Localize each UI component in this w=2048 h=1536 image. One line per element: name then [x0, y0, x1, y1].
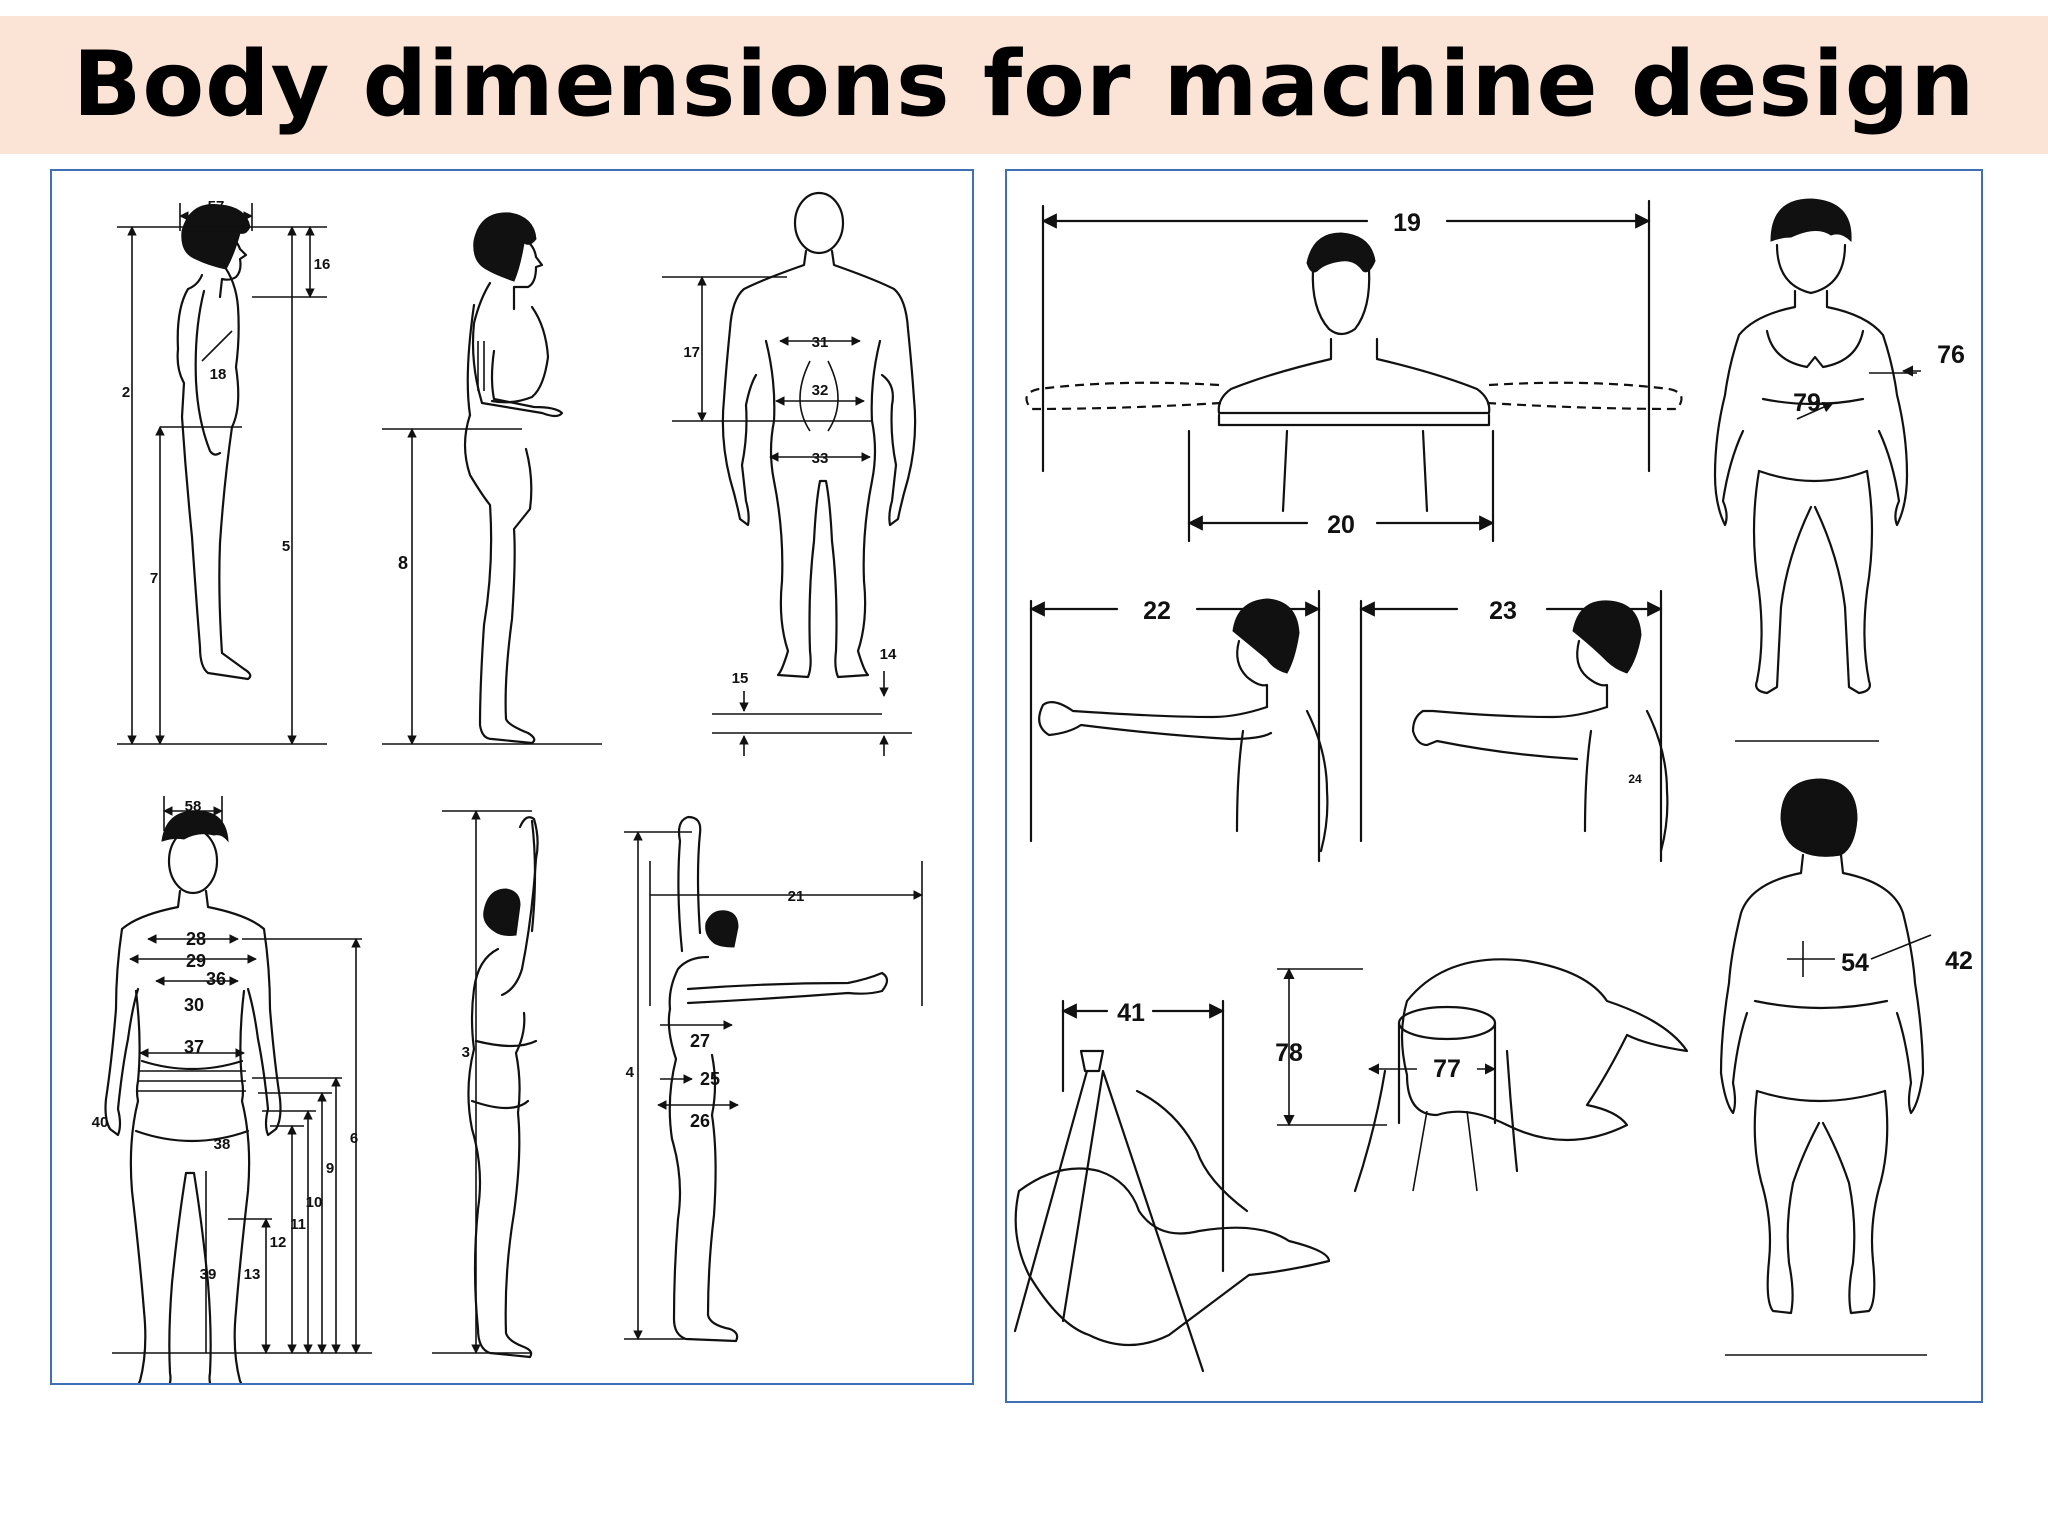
dim-label-25: 25	[700, 1069, 720, 1089]
dim-label-54: 41	[1117, 999, 1145, 1027]
dim-label-29: 29	[186, 951, 206, 971]
dim-label-28: 28	[186, 929, 206, 949]
dim-label-22: 22	[1143, 597, 1171, 625]
dim-label-14: 14	[880, 646, 897, 663]
dim-label-57: 57	[208, 198, 225, 215]
dim-label-8: 8	[398, 553, 408, 573]
figure-front-view	[104, 810, 282, 1383]
right-diagram-panel: 19 20 76 79 22 23 24	[1005, 169, 1983, 1403]
figure-side-arms-forward	[463, 212, 564, 745]
figure-reach-fist	[1038, 598, 1329, 853]
dim-label-12: 12	[270, 1234, 287, 1251]
dim-label-10: 10	[306, 1194, 323, 1211]
dim-label-11: 11	[290, 1216, 306, 1233]
figure-woman-front	[1713, 198, 1909, 695]
dim-label-9: 9	[326, 1160, 334, 1177]
figure-arm-raised	[467, 816, 539, 1359]
dim-label-27: 27	[690, 1031, 710, 1051]
dim-label-33: 33	[812, 450, 829, 467]
right-figures-svg: 19 20 76 79 22 23 24	[1013, 198, 1973, 1373]
figure-arm-reach	[667, 815, 889, 1343]
figure-reach-grip	[1411, 600, 1669, 853]
left-diagram-panel: 57 16 2 18 7 5 8 31 32 33 17 14 15	[50, 169, 974, 1385]
title-band	[0, 16, 2048, 154]
dim-label-78: 54	[1841, 949, 1869, 977]
figure-cylinder-grip	[1353, 958, 1689, 1193]
dim-label-41: 77	[1433, 1055, 1461, 1083]
dim-label-20: 20	[1327, 511, 1355, 539]
dim-label-4: 4	[626, 1064, 635, 1081]
dim-label-39: 39	[200, 1266, 217, 1283]
dim-label-58: 58	[185, 798, 202, 815]
dim-label-26: 26	[690, 1111, 710, 1131]
dim-label-37: 37	[184, 1037, 204, 1057]
dim-label-23: 23	[1489, 597, 1517, 625]
dim-label-17: 17	[683, 344, 700, 361]
slide-title: Body dimensions for machine design	[72, 32, 1976, 137]
dim-label-15: 15	[732, 670, 749, 687]
dim-label-31: 31	[812, 334, 829, 351]
dim-label-30: 30	[184, 995, 204, 1015]
dim-label-79: 79	[1793, 389, 1821, 417]
figure-hand-caliper	[1013, 1049, 1331, 1373]
figure-woman-back	[1719, 778, 1925, 1315]
dim-label-16: 16	[314, 256, 331, 273]
dim-label-5: 5	[282, 538, 290, 555]
figure-arm-span	[1025, 232, 1683, 513]
dim-label-42: 78	[1275, 1039, 1303, 1067]
dim-label-21: 21	[788, 888, 805, 905]
dim-label-18: 18	[210, 366, 227, 383]
dim-label-24: 24	[1628, 772, 1642, 786]
dim-label-36: 36	[206, 969, 226, 989]
dim-label-7: 7	[150, 570, 158, 587]
dim-label-76: 76	[1937, 341, 1965, 369]
dim-label-6: 6	[350, 1130, 358, 1147]
dim-label-2: 2	[122, 384, 130, 401]
dim-label-32: 32	[812, 382, 829, 399]
dim-label-19: 19	[1393, 209, 1421, 237]
dim-label-13: 13	[244, 1266, 261, 1283]
dim-label-40: 40	[92, 1114, 109, 1131]
figure-side-standing	[176, 204, 252, 681]
left-figures-svg: 57 16 2 18 7 5 8 31 32 33 17 14 15	[92, 191, 923, 1383]
dim-label-38: 38	[214, 1136, 231, 1153]
figure-back-view	[721, 191, 917, 679]
dim-label-77: 42	[1945, 947, 1973, 975]
dim-label-3: 3	[462, 1044, 470, 1061]
